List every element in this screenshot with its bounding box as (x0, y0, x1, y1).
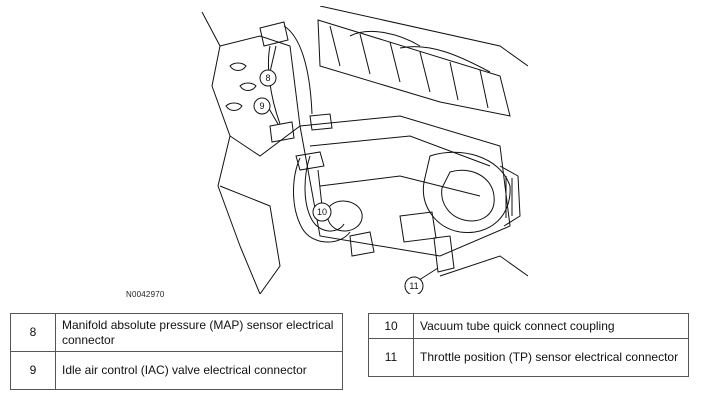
engine-intake-illustration: 8 9 10 11 (200, 6, 528, 294)
legend-row: 9 Idle air control (IAC) valve electrica… (10, 351, 343, 390)
callout-10-label: 10 (317, 207, 327, 217)
legend-description: Idle air control (IAC) valve electrical … (55, 351, 343, 390)
callout-11-circle (404, 276, 424, 294)
legend-number: 8 (10, 313, 56, 352)
legend-number: 11 (368, 338, 414, 377)
legend-number: 10 (368, 313, 414, 339)
legend-number: 9 (10, 351, 56, 390)
legend-table-right: 10 Vacuum tube quick connect coupling 11… (368, 313, 689, 377)
legend-row: 11 Throttle position (TP) sensor electri… (368, 338, 689, 377)
figure-id: N0042970 (126, 290, 165, 299)
callout-8-circle (259, 69, 277, 87)
callout-8-label: 8 (265, 73, 270, 83)
callout-9-label: 9 (259, 101, 264, 111)
legend-row: 10 Vacuum tube quick connect coupling (368, 313, 689, 339)
callout-9-circle (253, 97, 271, 115)
callout-11-label: 11 (409, 281, 418, 291)
legend-row: 8 Manifold absolute pressure (MAP) senso… (10, 313, 343, 352)
legend-description: Throttle position (TP) sensor electrical… (413, 338, 689, 377)
engine-line-drawing: 8 9 10 11 (201, 6, 528, 294)
legend-description: Manifold absolute pressure (MAP) sensor … (55, 313, 343, 352)
legend-description: Vacuum tube quick connect coupling (413, 313, 689, 339)
legend-table-left: 8 Manifold absolute pressure (MAP) senso… (10, 313, 343, 390)
callout-10-circle (312, 202, 332, 222)
